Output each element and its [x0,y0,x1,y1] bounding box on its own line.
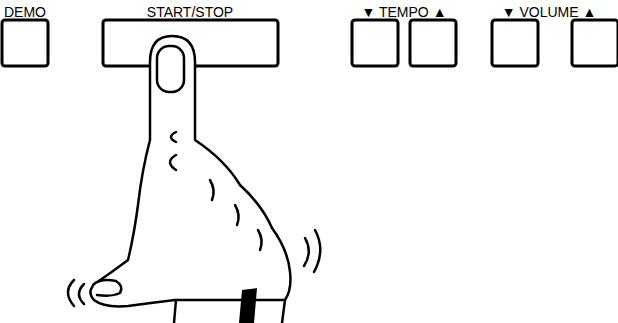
button-label: ▼ VOLUME ▲ [502,4,597,20]
button-label: START/STOP [147,4,233,20]
motion-line [304,238,309,266]
cuff-shadow [239,288,257,323]
tempo-up-button [410,20,456,66]
volume-up-button [572,20,618,66]
volume-down-button [492,20,538,66]
finger-crease [171,132,176,142]
motion-line [79,284,84,304]
hand-outline [90,36,290,306]
fingernail [157,46,184,92]
knuckle-crease [258,230,262,250]
button-label: DEMO [4,4,46,20]
knuckle-crease [235,205,239,225]
knuckle-crease [210,180,214,200]
finger-crease [170,155,176,170]
motion-line [314,230,320,272]
tempo-down-button [352,20,398,66]
demo-button [2,20,48,66]
thumbnail [93,280,121,296]
button-label: ▼ TEMPO ▲ [361,4,446,20]
motion-line [68,280,74,306]
cuff-outline [174,300,285,323]
